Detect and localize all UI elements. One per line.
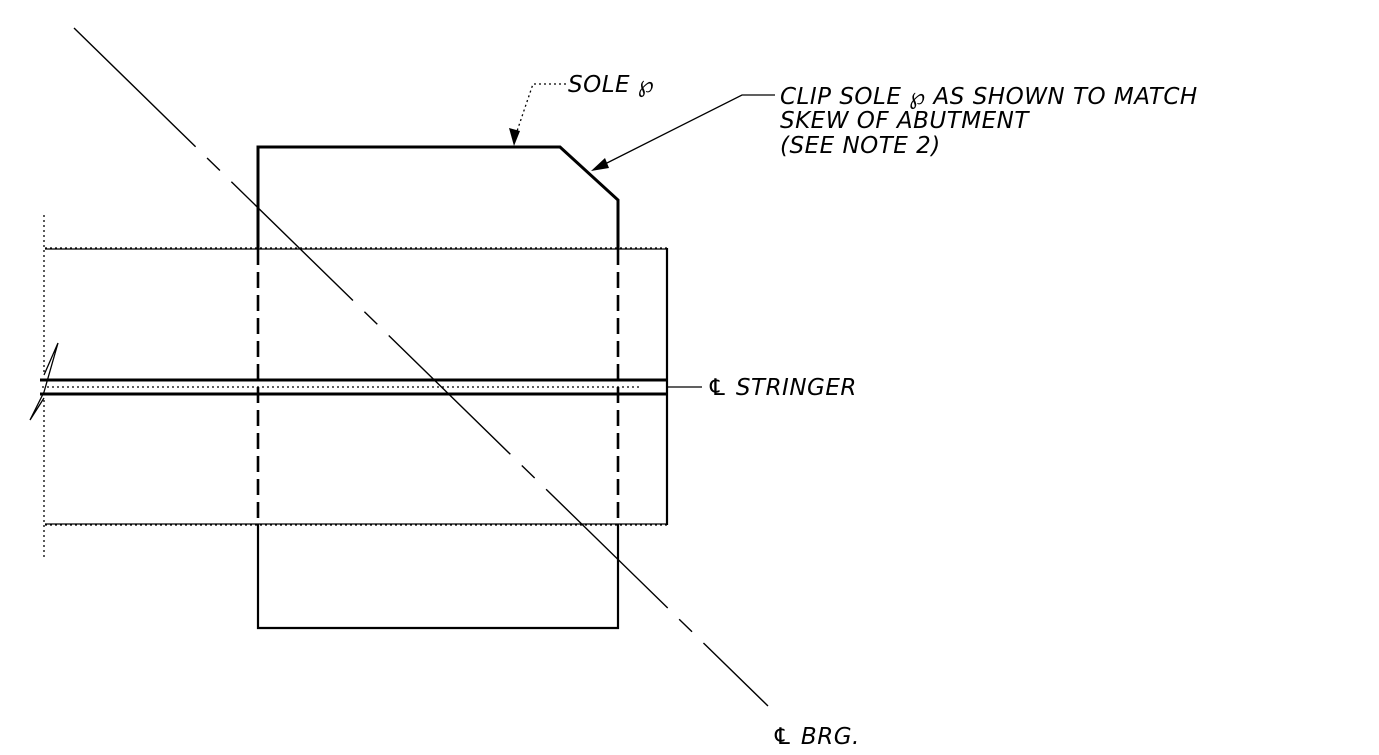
clip-note-leader-arrowhead: [591, 158, 609, 171]
sole-plate-bottom-portion: [256, 524, 620, 630]
sole-plate-leader-arrowhead: [509, 128, 520, 146]
sole-plate: [256, 145, 620, 630]
bearing-centerline-label: ℄ BRG.: [772, 724, 860, 750]
clip-note-line-2: SKEW OF ABUTMENT: [780, 108, 1030, 134]
clip-note-leader-line: [596, 94, 775, 169]
stringer-centerline-label: ℄ STRINGER: [707, 375, 857, 401]
clip-note-line-3: (SEE NOTE 2): [780, 133, 941, 159]
bearing-centerline: [73, 27, 769, 707]
sole-plate-leader-line: [513, 83, 566, 141]
sole-plate-label: SOLE ℘: [568, 72, 654, 98]
sole-plate-leader: [509, 83, 566, 146]
sole-plate-top-portion: [256, 145, 620, 249]
clip-note-leader: [591, 94, 775, 171]
stringer-web: [40, 378, 667, 396]
break-line: [29, 215, 59, 560]
break-line-zigzag: [29, 342, 59, 421]
clip-note-line-1: CLIP SOLE ℘ AS SHOWN TO MATCH: [780, 84, 1198, 110]
